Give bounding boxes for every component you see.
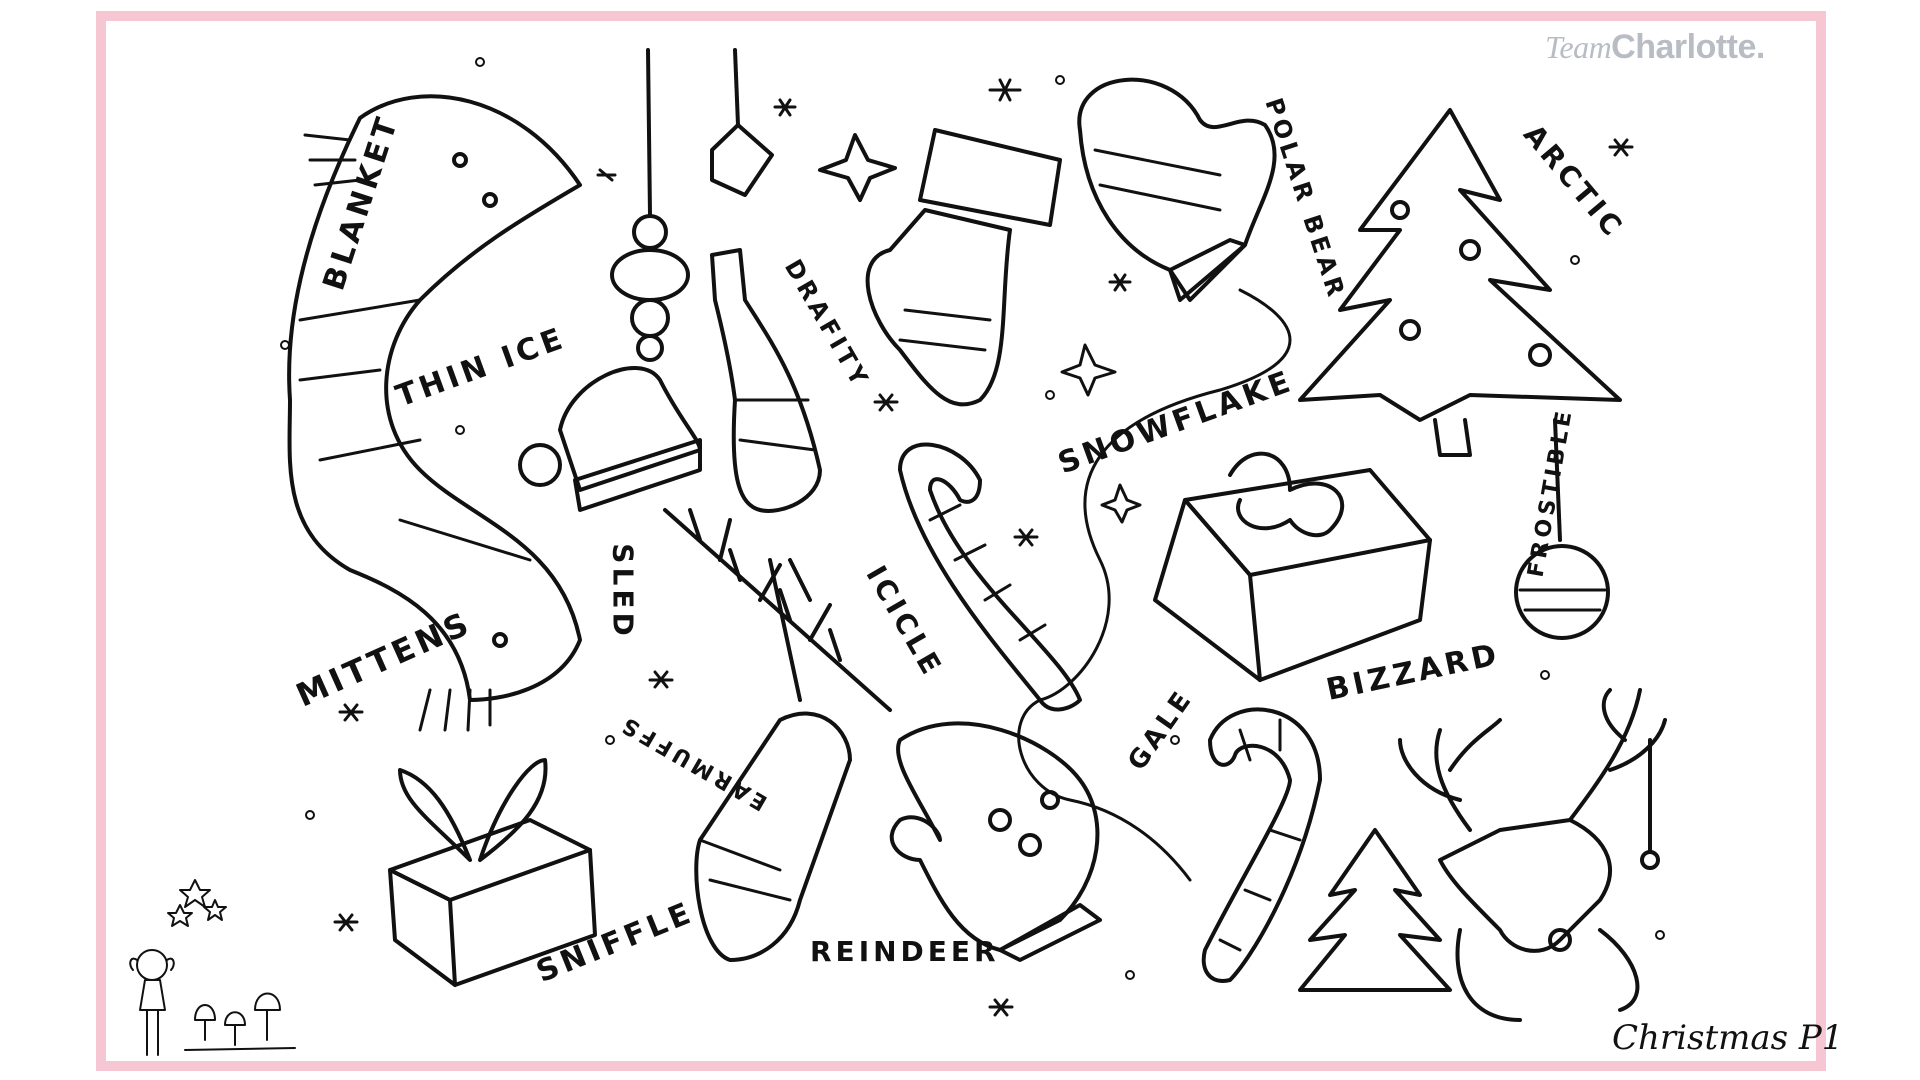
brand-team: Team: [1545, 29, 1612, 65]
gift-box-icon: [388, 758, 597, 987]
girl-doodle-icon: [129, 879, 296, 1056]
scarf-icon: [287, 94, 582, 732]
star-icon: [818, 133, 897, 202]
candy-cane-icon: [1201, 707, 1322, 983]
christmas-tree-icon: [1298, 828, 1452, 992]
mitten-icon: [889, 721, 1102, 962]
pine-branch-icon: [663, 508, 892, 712]
yarn-string: [1017, 288, 1292, 882]
decorative-dots: [280, 57, 1665, 980]
christmas-tree-icon: [1298, 108, 1622, 457]
snowflake-sparkle-icon: [333, 78, 1634, 1017]
reindeer-icon: [1398, 688, 1667, 1022]
page-border: [96, 11, 1826, 1071]
brand-logo: TeamCharlotte.: [1545, 28, 1765, 67]
mitten-icon: [1077, 77, 1277, 302]
bauble-icon: [1514, 418, 1610, 640]
gift-box-icon: [1153, 451, 1432, 682]
boot-icon: [694, 711, 852, 962]
santa-hat-icon: [518, 366, 702, 512]
candy-cane-icon: [898, 442, 1082, 712]
brand-dot: .: [1755, 28, 1765, 66]
hanging-ornament-icon: [610, 48, 774, 362]
stocking-icon: [865, 128, 1062, 407]
bottle-icon: [710, 248, 822, 513]
word-reindeer: REINDEER: [810, 935, 1000, 968]
page-label: Christmas P1: [1612, 1018, 1844, 1058]
word-sled: SLED: [606, 543, 640, 640]
brand-name: Charlotte: [1611, 28, 1756, 66]
